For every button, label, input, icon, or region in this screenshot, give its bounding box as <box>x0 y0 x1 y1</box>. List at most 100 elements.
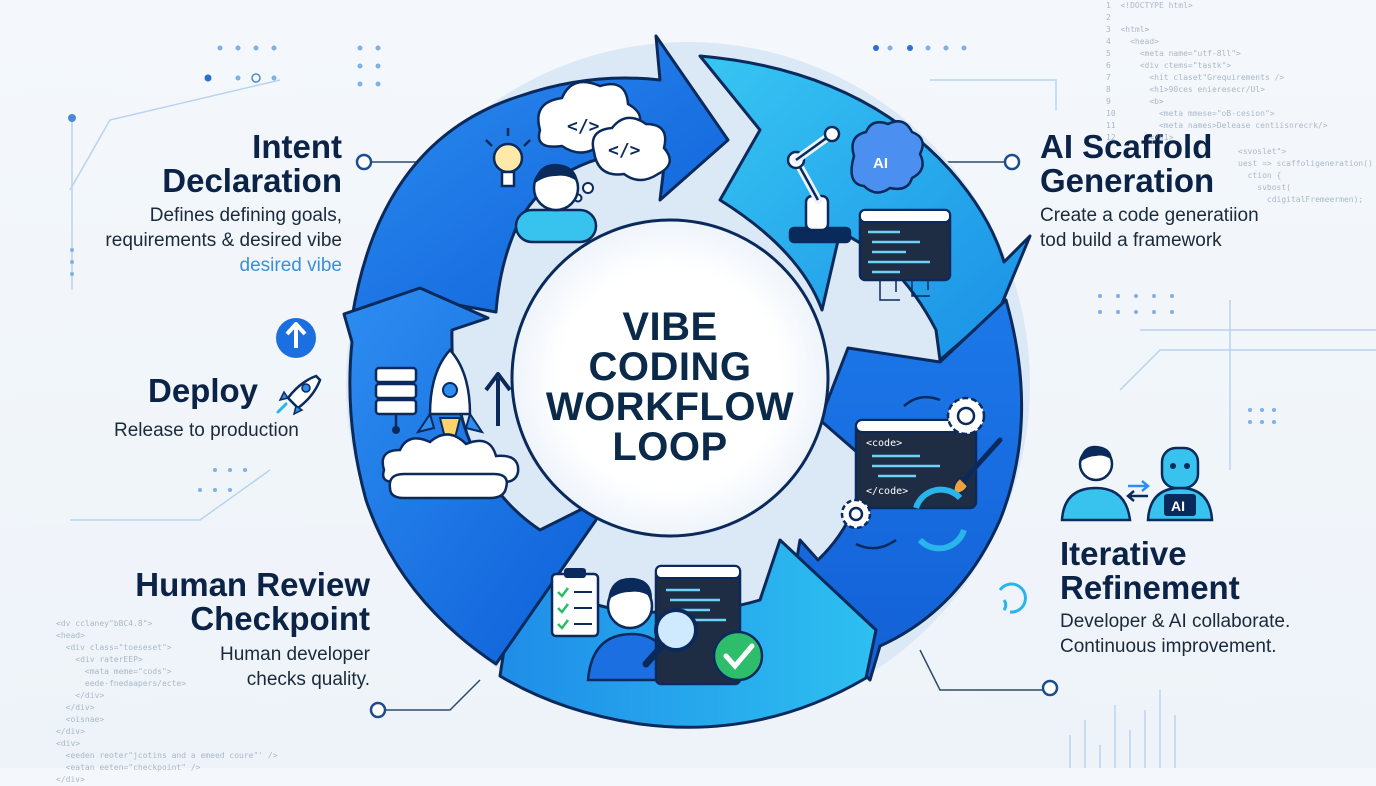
code-line: eede-fnedaapers/ecte> <box>56 679 187 688</box>
center-title-line1: VIBE <box>622 305 717 349</box>
code-line: 10 <meta mmese="oB-cesion"> <box>1106 109 1275 118</box>
center-title-line4: LOOP <box>612 425 727 469</box>
code-line: 1 <!DOCTYPE html> <box>1106 1 1193 10</box>
code-line: </div> <box>56 727 85 736</box>
scaffold-title-line1: AI Scaffold <box>1040 128 1213 165</box>
review-desc-line2: checks quality. <box>246 669 370 690</box>
code-line: </div> <box>56 775 85 784</box>
center-title-line3: WORKFLOW <box>546 385 794 429</box>
scaffold-desc-line2: tod build a framework <box>1040 230 1222 251</box>
deploy-description: Release to production <box>114 420 299 441</box>
clipboard-checklist-icon <box>550 568 600 638</box>
up-arrow-badge <box>276 318 316 358</box>
intent-desc-line3: desired vibe <box>239 255 342 276</box>
code-line: <eatan eeten="checkpoint" /> <box>56 763 201 772</box>
review-title-line2: Checkpoint <box>190 600 370 637</box>
code-line: uest => scaffoligeneration() <box>1238 159 1373 168</box>
code-editor-icon: <code> </code> <box>854 418 978 510</box>
refinement-title-line2: Refinement <box>1060 569 1240 606</box>
code-line: 5 <meta name="utf-8ll"> <box>1106 49 1241 58</box>
code-line: 8 <h1>90ces enieresecr/Ul> <box>1106 85 1265 94</box>
review-desc-line1: Human developer <box>220 644 370 665</box>
code-line: <div> <box>56 739 81 748</box>
cloud-icon <box>381 433 520 500</box>
refinement-title-line1: Iterative <box>1060 535 1187 572</box>
scaffold-title-line2: Generation <box>1040 162 1215 199</box>
code-line: <div raterEEP> <box>56 655 143 664</box>
rocket-glyph-icon <box>276 374 322 416</box>
developer-ai-icon: AI <box>1060 445 1214 522</box>
code-line: 6 <div ctems="tastk"> <box>1106 61 1232 70</box>
scaffold-title: AI Scaffold Generation <box>1040 130 1340 198</box>
code-line: <oisnae> <box>56 715 105 724</box>
code-line: <dv cclaney"bBC4.8"> <box>56 619 153 628</box>
refinement-title: Iterative Refinement <box>1060 537 1360 605</box>
gear-icon-small <box>840 498 872 530</box>
code-line: <mata meme="cods"> <box>56 667 172 676</box>
refine-arrow-top <box>903 395 941 407</box>
scaffold-description: Create a code generatiion tod build a fr… <box>1040 203 1340 253</box>
connector-node-scaffold <box>1003 153 1021 171</box>
refinement-illustration: <code> </code> <box>840 395 1003 552</box>
code-tag-1: </> <box>567 116 600 137</box>
lightbulb-icon <box>485 128 531 188</box>
circuit-traces <box>879 280 930 301</box>
center-title-line2: CODING <box>589 345 752 389</box>
intent-description: Defines defining goals, requirements & d… <box>40 203 342 278</box>
background-dots <box>68 45 1276 492</box>
center-hub <box>510 218 830 538</box>
deploy-title: Deploy <box>148 372 259 409</box>
scaffold-illustration: AI <box>786 120 952 301</box>
code-line: 11 <meta names>Delease centiisnrecrk/> <box>1106 121 1328 130</box>
code-close-tag: </code> <box>866 486 908 497</box>
code-line: </div> <box>56 703 95 712</box>
code-line: <div class="toeseset"> <box>56 643 172 652</box>
gear-icon <box>946 396 986 436</box>
code-line: 4 <head> <box>1106 37 1159 46</box>
intent-desc-line2: requirements & desired vibe <box>105 230 342 251</box>
person-icon <box>514 163 598 244</box>
intent-title-line1: Intent <box>252 128 342 165</box>
review-title-line1: Human Review <box>135 566 370 603</box>
code-snippet-right-mid: <svoslet"> uest => scaffoligeneration() c… <box>1238 146 1373 206</box>
review-illustration <box>550 564 764 686</box>
connector-node-refinement <box>1041 679 1059 697</box>
code-line: cdigitalFremeermen); <box>1238 195 1364 204</box>
rocket-icon <box>415 348 485 459</box>
code-line: 2 <box>1106 13 1111 22</box>
refinement-desc-line2: Continuous improvement. <box>1060 636 1277 657</box>
code-line: 9 <b> <box>1106 97 1164 106</box>
ai-badge-2: AI <box>1171 498 1185 514</box>
code-snippet-bottom-left: <dv cclaney"bBC4.8"> <head> <div class="t… <box>56 618 278 786</box>
code-line: svbost( <box>1238 183 1291 192</box>
scaffold-desc-line1: Create a code generatiion <box>1040 205 1259 226</box>
review-title: Human Review Checkpoint <box>70 568 370 636</box>
server-icon <box>374 366 418 434</box>
refine-arrow-bottom <box>855 538 897 550</box>
code-line: </div> <box>56 691 105 700</box>
deploy-illustration <box>374 348 520 500</box>
code-line: <head> <box>56 631 85 640</box>
intent-title-line2: Declaration <box>162 162 342 199</box>
code-window-icon <box>858 208 952 282</box>
code-line: ction { <box>1238 171 1282 180</box>
intent-illustration: </> </> <box>485 80 671 244</box>
loop-icon <box>998 582 1027 614</box>
developer-person-icon <box>586 577 676 682</box>
code-line: <eeden reoter"jcotins and a emeed coure"… <box>56 751 278 760</box>
connector-node-intent <box>355 153 373 171</box>
connector-node-review <box>369 701 387 719</box>
code-line: <svoslet"> <box>1238 147 1287 156</box>
background-bars <box>1069 690 1176 768</box>
code-open-tag: <code> <box>866 438 902 449</box>
refinement-description: Developer & AI collaborate. Continuous i… <box>1060 609 1360 659</box>
intent-title: Intent Declaration <box>100 130 342 198</box>
magnifier-icon <box>642 608 698 668</box>
up-arrow-icon <box>484 372 512 426</box>
code-line: 3 <html> <box>1106 25 1150 34</box>
code-snippet-top-right: 1 <!DOCTYPE html> 2 3 <html> 4 <head> 5 <met… <box>1106 0 1328 144</box>
checkmark-icon <box>712 630 764 682</box>
intent-desc-line1: Defines defining goals, <box>149 205 342 226</box>
workflow-diagram: VIBE CODING WORKFLOW LOOP </> </> <box>68 34 1376 768</box>
review-description: Human developer checks quality. <box>70 642 370 692</box>
